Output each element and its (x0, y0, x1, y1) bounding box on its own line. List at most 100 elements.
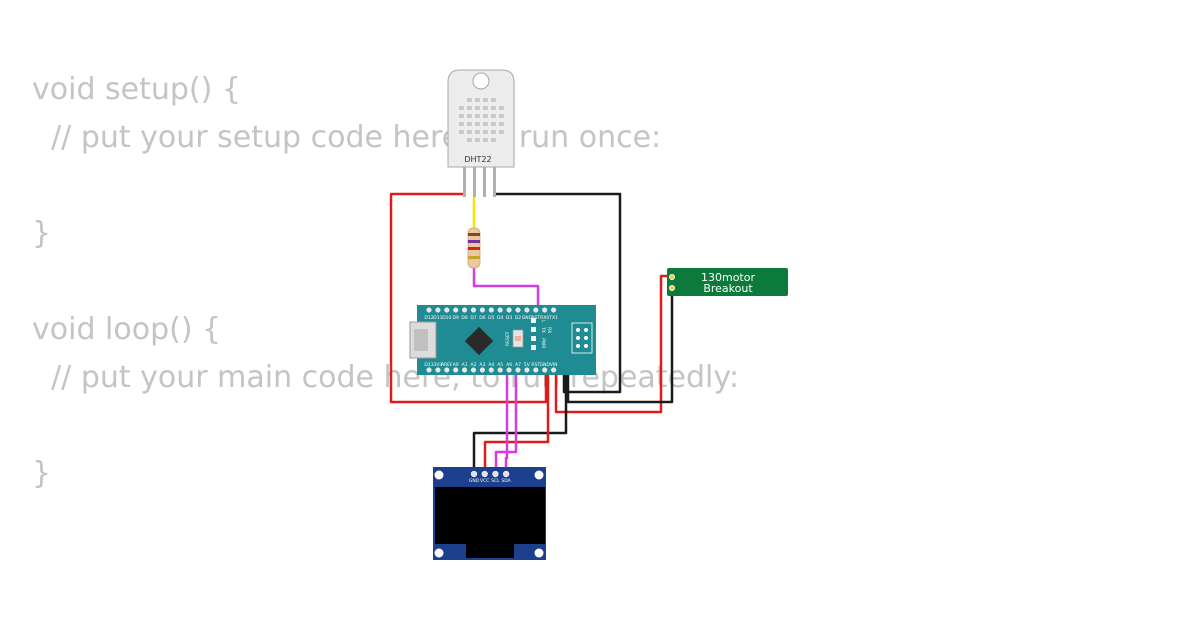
code-line: void setup() { (32, 72, 241, 107)
wire-dht-gnd[interactable] (494, 192, 622, 394)
dht22-grille-slot (483, 114, 488, 118)
nano-pin-d2[interactable] (515, 307, 521, 313)
nano-pin-a6[interactable] (506, 367, 512, 373)
led-label-rx: RX (546, 327, 552, 333)
dht22-grille-slot (467, 114, 472, 118)
nano-pin-a1[interactable] (462, 367, 468, 373)
nano-pin-d9[interactable] (453, 307, 459, 313)
nano-pin-tx1[interactable] (551, 307, 557, 313)
dht22-grille-slot (467, 138, 472, 142)
nano-pin-label: A6 (506, 362, 512, 368)
nano-pin-label: A1 (462, 362, 468, 368)
nano-pin-a3[interactable] (479, 367, 485, 373)
nano-pin-d5[interactable] (488, 307, 494, 313)
oled-pin-vcc[interactable] (481, 470, 488, 478)
nano-pin-label: RX0 (540, 315, 549, 321)
oled-pin-sda[interactable] (503, 470, 510, 478)
motor-pin-1[interactable] (669, 273, 676, 280)
dht22-grille-slot (491, 138, 496, 142)
nano-pin-a7[interactable] (515, 367, 521, 373)
nano-pin-label: TX1 (548, 315, 558, 321)
nano-pin-label: D12 (424, 315, 433, 321)
oled-pin-gnd[interactable] (470, 470, 478, 478)
dht22-grille (459, 98, 504, 142)
nano-pin-gnd[interactable] (542, 367, 548, 373)
dht22-grille-slot (459, 130, 464, 134)
dht22-grille-slot (459, 114, 464, 118)
dht22-grille-slot (467, 122, 472, 126)
dht22-label: DHT22 (464, 155, 491, 164)
nano-pin-d7[interactable] (470, 307, 477, 313)
nano-pin-label: D11 (433, 315, 442, 321)
reset-label: RESET (505, 331, 511, 346)
nano-pin-label: A4 (488, 362, 494, 368)
dht22-grille-slot (475, 114, 480, 118)
wire-dht-to-d2[interactable] (472, 268, 540, 308)
resistor[interactable] (467, 227, 481, 269)
code-line: } (32, 216, 52, 251)
wire-oled-sda[interactable] (504, 372, 509, 474)
nano-pin-rx0[interactable] (542, 307, 548, 313)
motor-breakout[interactable]: 130motor Breakout (667, 268, 788, 296)
dht22-grille-slot (491, 130, 496, 134)
nano-pin-rst[interactable] (533, 307, 539, 313)
nano-pin-label: A2 (471, 362, 477, 368)
dht22-grille-slot (467, 98, 472, 102)
dht22-grille-slot (467, 106, 472, 110)
nano-pin-d4[interactable] (497, 307, 503, 313)
nano-pin-a4[interactable] (488, 367, 494, 373)
motor-pin-2[interactable] (669, 284, 676, 291)
nano-pin-3v3[interactable] (435, 367, 441, 373)
dht22-grille-slot (499, 122, 504, 126)
nano-pin-aref[interactable] (444, 367, 450, 373)
nano-pin-label: GND (522, 315, 533, 321)
dht22-grille-slot (483, 106, 488, 110)
nano-pin-d13[interactable] (426, 367, 432, 373)
dht22-sensor[interactable]: DHT22 (447, 69, 515, 197)
dht22-grille-slot (475, 138, 480, 142)
nano-pin-d12[interactable] (426, 307, 432, 313)
nano-pin-d3[interactable] (506, 307, 512, 313)
nano-pin-d8[interactable] (462, 307, 468, 313)
dht22-grille-slot (499, 130, 504, 134)
nano-pin-label: D9 (453, 315, 459, 321)
nano-pin-label: A3 (479, 362, 485, 368)
nano-pin-5v[interactable] (524, 367, 530, 373)
nano-pin-d11[interactable] (435, 307, 441, 313)
dht22-grille-slot (475, 98, 480, 102)
microcontroller-chip (464, 326, 494, 356)
wire-motor-red[interactable] (554, 274, 669, 414)
wire-dht-vcc[interactable] (389, 192, 548, 404)
nano-pin-label: RST (531, 362, 540, 368)
nano-pin-label: A5 (497, 362, 503, 368)
dht22-grille-slot (491, 106, 496, 110)
nano-pin-rst[interactable] (533, 367, 539, 373)
nano-pin-a2[interactable] (470, 367, 477, 373)
oled-pin-label: SDA (501, 478, 511, 484)
wire-oled-gnd[interactable] (472, 372, 568, 474)
dht22-grille-slot (475, 130, 480, 134)
oled-pin-scl[interactable] (492, 470, 499, 478)
nano-pin-a5[interactable] (497, 367, 503, 373)
nano-pin-gnd[interactable] (524, 307, 530, 313)
nano-pin-vin[interactable] (551, 367, 557, 373)
dht22-grille-slot (491, 114, 496, 118)
nano-pin-label: D6 (479, 315, 485, 321)
dht22-grille-slot (467, 130, 472, 134)
nano-pin-label: VIN (550, 362, 558, 368)
dht22-grille-slot (459, 122, 464, 126)
dht22-grille-slot (475, 106, 480, 110)
nano-pin-label: RST (531, 315, 540, 321)
nano-pin-a0[interactable] (453, 367, 459, 373)
nano-pin-label: GND (540, 362, 551, 368)
nano-pin-d10[interactable] (444, 307, 450, 313)
nano-pin-label: 3V3 (433, 362, 442, 368)
nano-top-header (426, 307, 557, 313)
nano-pin-d6[interactable] (479, 307, 485, 313)
